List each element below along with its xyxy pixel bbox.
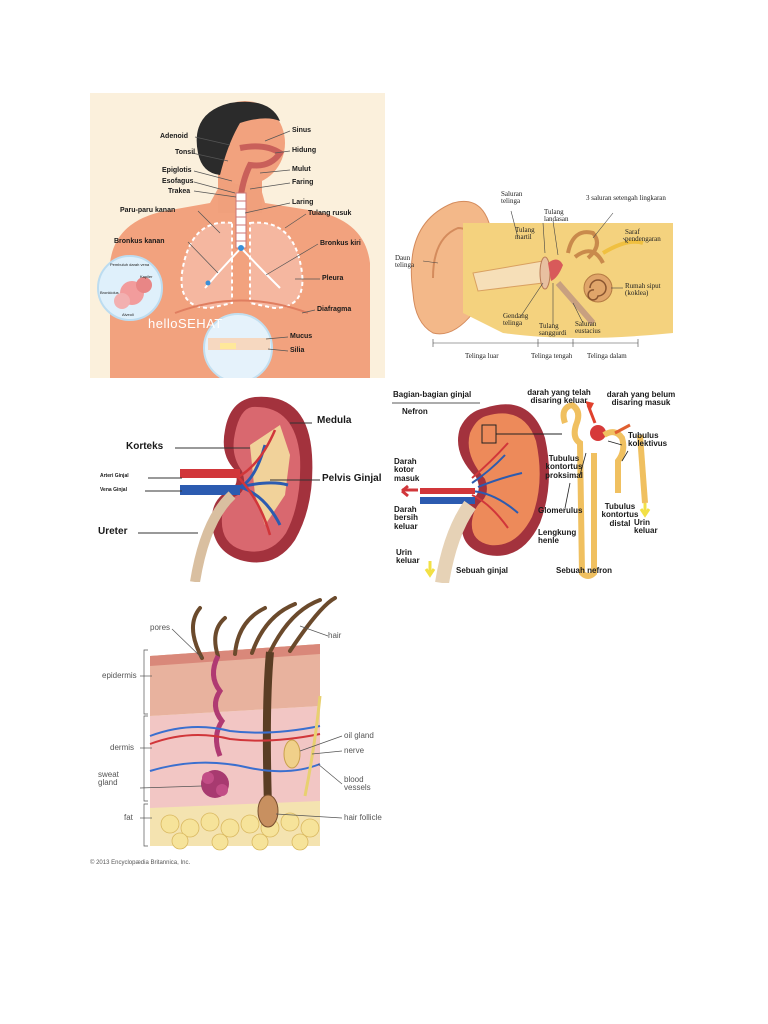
label-darah-disaring: darah yang telah disaring keluar xyxy=(527,388,591,406)
label-daun-telinga: Daun telinga xyxy=(395,254,415,270)
label-trakea: Trakea xyxy=(168,188,191,195)
label-nerve: nerve xyxy=(344,746,365,755)
label-telinga-luar: Telinga luar xyxy=(465,352,499,360)
nephron-title: Bagian-bagian ginjal xyxy=(393,390,472,399)
label-urin-keluar-left: Urin keluar xyxy=(396,548,420,566)
ear-diagram: Saluran telinga Tulang martil Tulang lan… xyxy=(393,183,678,373)
copyright-notice: © 2013 Encyclopædia Britannica, Inc. xyxy=(90,860,191,866)
label-faring: Faring xyxy=(292,179,314,186)
label-lengkung: Lengkung henle xyxy=(538,528,577,546)
ear-illustration xyxy=(410,201,673,347)
watermark: helloSEHAT xyxy=(148,316,223,331)
respiratory-illustration xyxy=(97,101,370,378)
respiratory-diagram: Adenoid Tonsil Epiglotis Esofagus Trakea… xyxy=(90,93,385,378)
label-telinga-tengah: Telinga tengah xyxy=(531,352,573,360)
label-esofagus: Esofagus xyxy=(162,178,194,185)
label-tonsil: Tonsil xyxy=(175,149,196,156)
label-inset-alveoli: Alveoli xyxy=(122,312,134,317)
label-bronkus-kiri: Bronkus kiri xyxy=(320,240,361,247)
label-mulut: Mulut xyxy=(292,166,311,173)
label-tulang-rusuk: Tulang rusuk xyxy=(308,210,352,217)
label-telinga-dalam: Telinga dalam xyxy=(587,352,627,360)
label-medula: Medula xyxy=(317,415,352,426)
nephron-diagram: Bagian-bagian ginjal Nefron darah yang t… xyxy=(390,383,680,583)
label-oil-gland: oil gland xyxy=(344,731,374,740)
label-sinus: Sinus xyxy=(292,127,312,134)
label-bronkus-kanan: Bronkus kanan xyxy=(114,238,165,245)
label-hair-follicle: hair follicle xyxy=(344,813,382,822)
label-rumah-siput: Rumah siput (koklea) xyxy=(625,282,661,298)
label-dermis: dermis xyxy=(110,743,135,752)
label-pleura: Pleura xyxy=(322,275,344,282)
label-saluran-telinga: Saluran telinga xyxy=(501,190,523,206)
label-eustacius: Saluran eustacius xyxy=(575,320,601,336)
label-sebuah-ginjal: Sebuah ginjal xyxy=(456,566,509,575)
label-pelvis: Pelvis Ginjal xyxy=(322,473,382,484)
label-tubulus-proksimal: Tubulus kontortus proksimal xyxy=(545,454,583,480)
label-laring: Laring xyxy=(292,199,314,206)
label-glomerulus: Glomerulus xyxy=(538,506,583,515)
label-epidermis: epidermis xyxy=(102,671,137,680)
label-paru-kanan: Paru-paru kanan xyxy=(120,207,176,214)
label-sanggurdi: Tulang sanggurdi xyxy=(539,322,567,338)
label-silia: Silia xyxy=(290,347,305,354)
label-arteri: Arteri Ginjal xyxy=(100,473,129,479)
label-inset-bronkiolus: Bronkiolus xyxy=(100,290,119,295)
label-pores: pores xyxy=(150,623,171,632)
kidney-diagram: Medula Korteks Arteri Ginjal Vena Ginjal… xyxy=(90,385,385,582)
label-inset-kapiler: Kapiler xyxy=(140,274,153,279)
kidney-illustration xyxy=(138,396,320,582)
label-tulang-landasan: Tulang landasan xyxy=(544,208,569,224)
label-blood-vessels: blood vessels xyxy=(344,775,371,793)
label-darah-belum: darah yang belum disaring masuk xyxy=(606,390,676,408)
label-darah-bersih: Darah bersih keluar xyxy=(394,505,419,531)
label-sweat-gland: sweat gland xyxy=(98,770,119,788)
label-gendang: Gendang telinga xyxy=(503,312,529,328)
label-nefron: Nefron xyxy=(402,407,428,416)
label-epiglotis: Epiglotis xyxy=(162,167,192,174)
label-mucus: Mucus xyxy=(290,333,313,340)
label-ureter: Ureter xyxy=(98,526,128,537)
label-saluran-setengah: 3 saluran setengah lingkaran xyxy=(586,194,666,202)
label-tubulus-distal: Tubulus kontortus distal xyxy=(601,502,639,528)
label-korteks: Korteks xyxy=(126,441,164,452)
label-hair: hair xyxy=(328,631,342,640)
skin-diagram: pores hair epidermis dermis sweat gland … xyxy=(90,596,390,872)
label-tulang-martil: Tulang martil xyxy=(515,226,535,242)
label-hidung: Hidung xyxy=(292,147,317,154)
label-tubulus-kolektivus: Tubulus kolektivus xyxy=(628,431,668,449)
label-saraf: Saraf pendengaran xyxy=(625,228,661,244)
label-inset-vena: Pembuluh darah vena xyxy=(110,262,150,267)
label-vena: Vena Ginjal xyxy=(100,487,127,493)
nephron-illustration xyxy=(392,401,651,583)
label-darah-kotor: Darah kotor masuk xyxy=(394,457,420,483)
label-diafragma: Diafragma xyxy=(317,306,352,313)
label-adenoid: Adenoid xyxy=(160,133,188,140)
skin-illustration xyxy=(139,596,343,851)
label-sebuah-nefron: Sebuah nefron xyxy=(556,566,613,575)
label-fat: fat xyxy=(124,813,133,822)
label-urin-keluar-right: Urin keluar xyxy=(634,518,658,536)
